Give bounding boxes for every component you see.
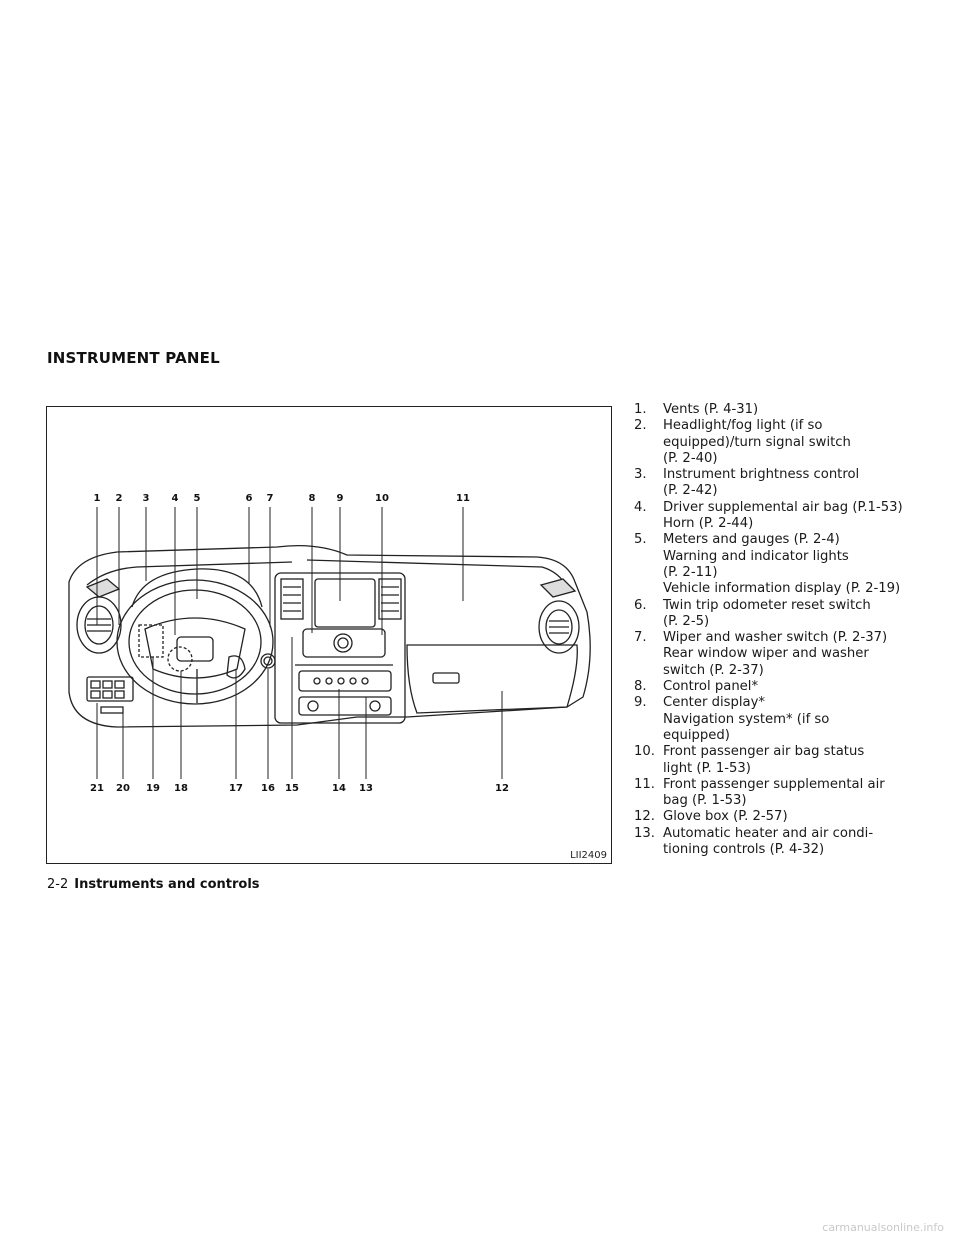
list-item-number: 10. bbox=[634, 744, 655, 760]
callout-number: 12 bbox=[495, 783, 509, 794]
dashboard-illustration bbox=[68, 507, 591, 779]
page-number: 2-2 bbox=[47, 877, 69, 892]
list-item-number: 12. bbox=[634, 809, 655, 825]
list-item-text: equipped)/turn signal switch bbox=[663, 434, 851, 450]
list-item-text: (P. 2-40) bbox=[663, 450, 718, 466]
list-item: 8. Control panel* bbox=[634, 679, 924, 695]
chapter-title: Instruments and controls bbox=[74, 877, 260, 892]
list-item-text: Headlight/fog light (if so bbox=[663, 418, 823, 434]
list-item-text: Wiper and washer switch (P. 2-37) bbox=[663, 630, 888, 646]
callout-number: 2 bbox=[115, 493, 123, 504]
list-item-number: 7. bbox=[634, 630, 647, 646]
callout-number: 10 bbox=[375, 493, 389, 504]
list-item: 13. Automatic heater and air condi-tionin… bbox=[634, 826, 924, 859]
list-item: 5. Meters and gauges (P. 2-4)Warning and … bbox=[634, 532, 924, 597]
instrument-panel-figure: 1 2 3 4 5 6 7 8 9 10 11 21 20 19 18 17 1… bbox=[46, 406, 612, 864]
list-item-number: 8. bbox=[634, 679, 647, 695]
list-item-text: tioning controls (P. 4-32) bbox=[663, 842, 825, 858]
callout-number: 3 bbox=[142, 493, 150, 504]
figure-id: LII2409 bbox=[570, 850, 607, 861]
callout-number: 18 bbox=[174, 783, 188, 794]
list-item-number: 5. bbox=[634, 532, 647, 548]
list-item-number: 13. bbox=[634, 825, 655, 841]
list-item-number: 6. bbox=[634, 597, 647, 613]
callout-number: 13 bbox=[359, 783, 373, 794]
list-item-text: Twin trip odometer reset switch bbox=[663, 597, 871, 613]
list-item-text: Automatic heater and air condi- bbox=[663, 825, 874, 841]
list-item-text: switch (P. 2-37) bbox=[663, 662, 764, 678]
list-item-number: 9. bbox=[634, 695, 647, 711]
list-item-text: Front passenger air bag status bbox=[663, 744, 865, 760]
list-item-text: Instrument brightness control bbox=[663, 467, 860, 483]
parts-list: 1. Vents (P. 4-31) 2. Headlight/fog light (… bbox=[634, 402, 924, 858]
list-item-number: 3. bbox=[634, 467, 647, 483]
callout-number: 9 bbox=[336, 493, 344, 504]
list-item: 1. Vents (P. 4-31) bbox=[634, 402, 924, 418]
list-item: 12. Glove box (P. 2-57) bbox=[634, 809, 924, 825]
list-item-text: equipped) bbox=[663, 727, 730, 743]
list-item-text: Meters and gauges (P. 2-4) bbox=[663, 532, 840, 548]
callout-number: 6 bbox=[245, 493, 253, 504]
list-item: 7. Wiper and washer switch (P. 2-37)Rear … bbox=[634, 630, 924, 679]
callout-number: 11 bbox=[456, 493, 470, 504]
list-item-text: light (P. 1-53) bbox=[663, 760, 751, 776]
list-item-text: Control panel* bbox=[663, 679, 759, 695]
callout-number: 20 bbox=[116, 783, 130, 794]
callout-number: 1 bbox=[93, 493, 101, 504]
section-title: INSTRUMENT PANEL bbox=[47, 349, 220, 367]
callout-number: 14 bbox=[332, 783, 346, 794]
callout-number: 16 bbox=[261, 783, 275, 794]
list-item-text: Rear window wiper and washer bbox=[663, 646, 869, 662]
list-item-text: Front passenger supplemental air bbox=[663, 776, 885, 792]
list-item-number: 1. bbox=[634, 402, 647, 417]
list-item-text: Vents (P. 4-31) bbox=[663, 402, 759, 417]
list-item-text: Glove box (P. 2-57) bbox=[663, 809, 788, 825]
list-item-text: Navigation system* (if so bbox=[663, 711, 830, 727]
callout-number: 7 bbox=[266, 493, 274, 504]
list-item-text: Vehicle information display (P. 2-19) bbox=[663, 581, 901, 597]
callout-number: 8 bbox=[308, 493, 316, 504]
list-item-text: Horn (P. 2-44) bbox=[663, 516, 754, 532]
callout-number: 17 bbox=[229, 783, 243, 794]
callout-number: 21 bbox=[90, 783, 104, 794]
callout-number: 4 bbox=[171, 493, 179, 504]
callout-number: 19 bbox=[146, 783, 160, 794]
callout-number: 5 bbox=[193, 493, 201, 504]
list-item-text: Driver supplemental air bag (P.1-53) bbox=[663, 499, 903, 515]
callout-number: 15 bbox=[285, 783, 299, 794]
list-item: 4. Driver supplemental air bag (P.1-53)Ho… bbox=[634, 500, 924, 533]
list-item: 3. Instrument brightness control(P. 2-42) bbox=[634, 467, 924, 500]
watermark: carmanualsonline.info bbox=[822, 1221, 944, 1234]
list-item: 9. Center display*Navigation system* (if … bbox=[634, 695, 924, 744]
page-footer: 2-2 Instruments and controls bbox=[47, 877, 260, 892]
list-item-number: 4. bbox=[634, 499, 647, 515]
list-item-text: (P. 2-5) bbox=[663, 613, 710, 629]
list-item-text: (P. 2-42) bbox=[663, 483, 718, 499]
list-item-text: (P. 2-11) bbox=[663, 564, 718, 580]
list-item-text: Warning and indicator lights bbox=[663, 548, 849, 564]
list-item: 6. Twin trip odometer reset switch(P. 2-5… bbox=[634, 598, 924, 631]
list-item-number: 2. bbox=[634, 418, 647, 434]
list-item-number: 11. bbox=[634, 776, 655, 792]
list-item-text: Center display* bbox=[663, 695, 765, 711]
list-item-text: bag (P. 1-53) bbox=[663, 793, 747, 809]
